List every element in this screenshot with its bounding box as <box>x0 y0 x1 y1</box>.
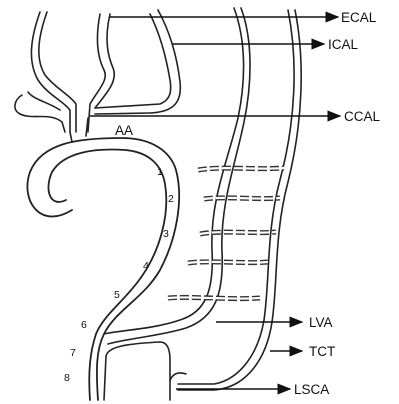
carotid-branching <box>15 10 180 142</box>
aortic-arch-inner <box>48 150 166 400</box>
ecal-vessel-left <box>31 12 70 132</box>
lsca-label: LSCA <box>294 382 329 397</box>
segment-number: 5 <box>114 289 120 301</box>
segment-number: 8 <box>64 372 70 384</box>
descending-aorta-right <box>104 342 170 400</box>
tct-label: TCT <box>309 344 335 359</box>
ccal-stem-right <box>86 118 88 136</box>
lva-vessel-right <box>108 8 250 344</box>
lsca-connector <box>170 373 186 380</box>
lva-vessel-left <box>104 8 244 334</box>
segment-number: 3 <box>163 228 169 240</box>
lva-label: LVA <box>309 315 333 330</box>
left-loop-inner <box>28 92 60 110</box>
segment-number: 1 <box>157 166 163 178</box>
collateral-connections <box>168 168 284 299</box>
aa-label: AA <box>115 123 133 138</box>
segment-number: 2 <box>168 193 174 205</box>
ical-label: ICAL <box>328 37 359 52</box>
ccal-label: CCAL <box>344 109 381 124</box>
ecal-label: ECAL <box>341 10 377 25</box>
segment-number: 7 <box>70 347 76 359</box>
tct-vessel-right <box>178 10 301 390</box>
ccal-stem-left <box>70 132 72 142</box>
segment-number: 6 <box>81 319 87 331</box>
segment-number: 4 <box>143 260 149 272</box>
